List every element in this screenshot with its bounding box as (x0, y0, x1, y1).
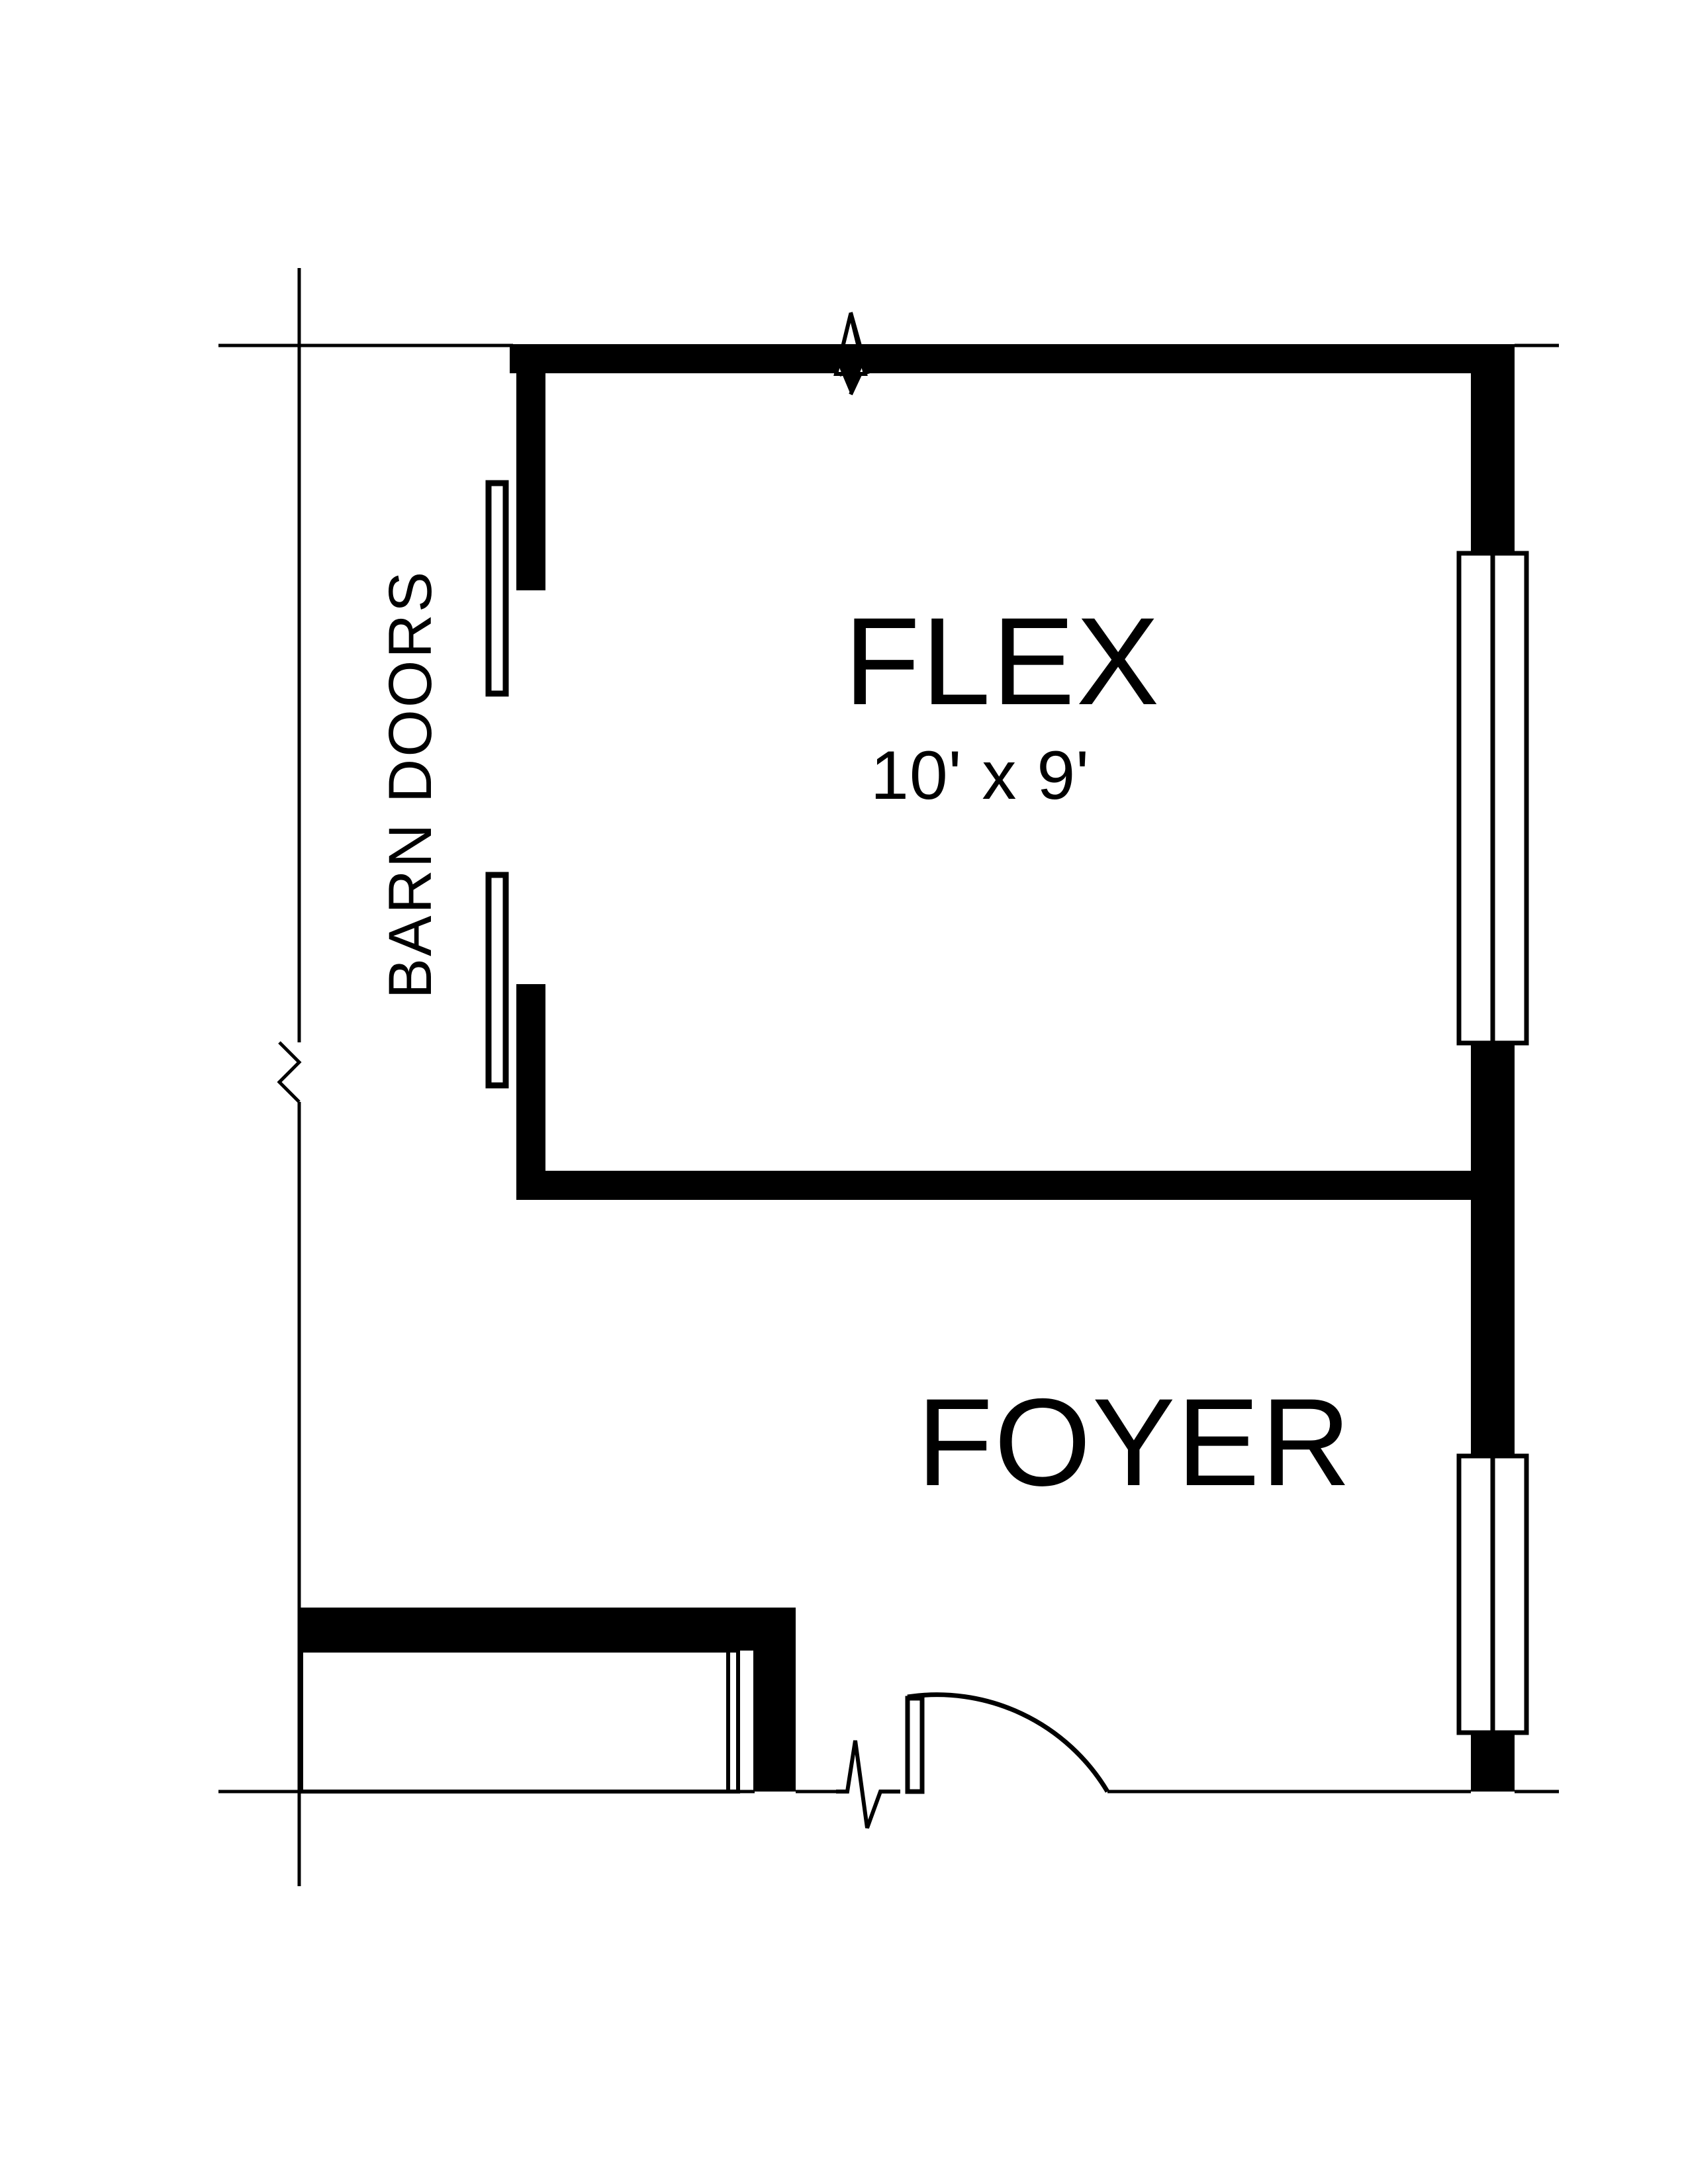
wall-right-middle (1471, 1040, 1515, 1459)
room-label-foyer: FOYER (917, 1373, 1352, 1512)
wall-right-upper (1471, 344, 1515, 556)
wall-top-right (861, 344, 1515, 373)
exterior-walls (300, 344, 1515, 1792)
window-flex-east[interactable] (1456, 551, 1529, 1046)
barn-door-upper[interactable] (485, 480, 509, 697)
wall-right-lower (1471, 1729, 1515, 1792)
wall-closet-top (300, 1608, 796, 1651)
entry-door[interactable] (905, 1692, 1110, 1794)
break-mark-left-reference (277, 1041, 302, 1103)
wall-left-stub-upper (516, 344, 545, 590)
wall-interior-flex-foyer (516, 1171, 1515, 1200)
wall-closet-right (753, 1608, 796, 1792)
window-foyer-east[interactable] (1456, 1453, 1529, 1735)
closet-door[interactable] (299, 1649, 740, 1794)
wall-left-stub-lower (516, 984, 545, 1200)
room-label-flex: FLEX (844, 592, 1161, 731)
wall-top-left (510, 344, 851, 373)
annotation-barn-doors: BARN DOORS (377, 569, 444, 999)
barn-door-lower[interactable] (485, 872, 509, 1089)
room-dimensions-flex: 10' x 9' (870, 737, 1090, 814)
break-mark-top-wall-notch (829, 312, 872, 394)
break-mark-bottom-wall (836, 1740, 900, 1829)
